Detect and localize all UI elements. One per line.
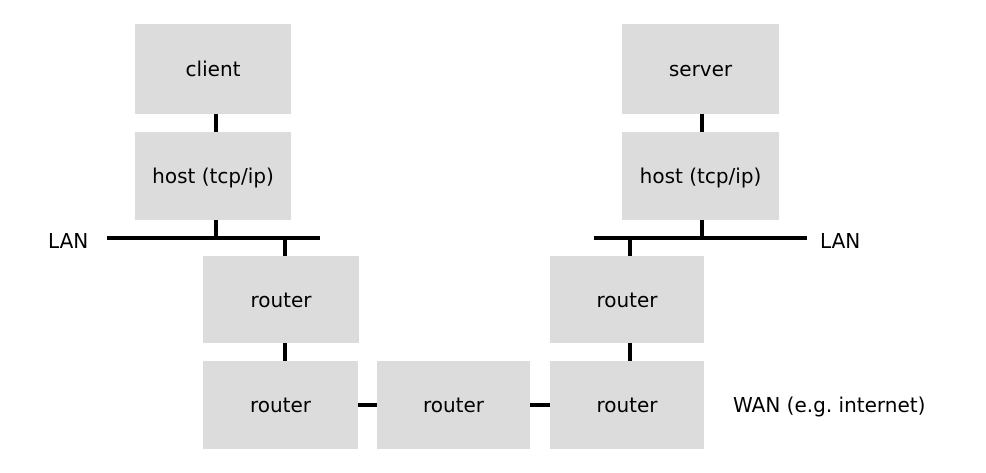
lan-label-right: LAN: [820, 229, 861, 253]
server-box: server: [622, 24, 779, 114]
router-router-link-bottom-right: [530, 403, 550, 407]
wan-label: WAN (e.g. internet): [733, 393, 926, 417]
router-router-link-left: [283, 343, 287, 361]
lan-bus-right: [594, 236, 807, 240]
lan-router-link-left: [283, 236, 287, 256]
router-router-link-bottom-left: [358, 403, 377, 407]
host-lan-link-right: [700, 220, 704, 237]
router-box-right-upper: router: [550, 256, 704, 343]
lan-router-link-right: [628, 236, 632, 256]
router-box-left-lower: router: [203, 361, 358, 449]
lan-bus-left: [107, 236, 320, 240]
host-box-left: host (tcp/ip): [135, 132, 291, 220]
router-box-middle: router: [377, 361, 530, 449]
client-box: client: [135, 24, 291, 114]
host-lan-link-left: [214, 220, 218, 237]
router-router-link-right: [628, 343, 632, 361]
lan-label-left: LAN: [48, 229, 89, 253]
router-box-left-upper: router: [203, 256, 359, 343]
server-host-link: [700, 114, 704, 133]
host-box-right: host (tcp/ip): [622, 132, 779, 220]
router-box-right-lower: router: [550, 361, 704, 449]
client-host-link: [214, 114, 218, 133]
